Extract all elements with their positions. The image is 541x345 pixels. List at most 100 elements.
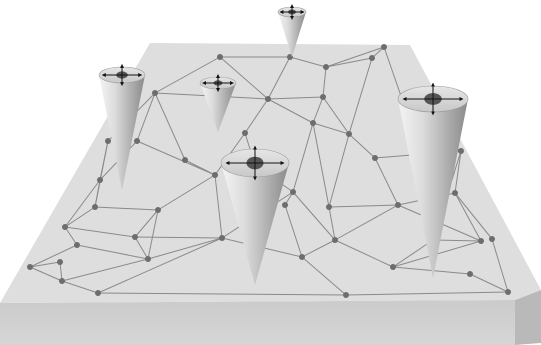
network-node	[217, 54, 223, 60]
network-edge	[392, 239, 434, 268]
network-node	[390, 264, 396, 270]
network-edge	[29, 244, 78, 268]
slab-front	[0, 300, 515, 345]
network-edge	[154, 56, 221, 94]
antenna-cone	[98, 63, 146, 190]
network-node	[74, 242, 80, 248]
network-node	[346, 131, 352, 137]
network-nodes	[27, 44, 511, 298]
network-edge	[97, 292, 347, 296]
network-node	[105, 138, 111, 144]
network-edge	[136, 140, 216, 176]
network-node	[182, 157, 188, 163]
network-edge	[312, 96, 324, 124]
network-edge	[392, 266, 471, 275]
network-node	[332, 237, 338, 243]
four-way-arrow-icon	[225, 145, 285, 181]
network-edge	[491, 238, 509, 293]
network-node	[381, 44, 387, 50]
network-edge	[267, 98, 314, 124]
network-edge	[345, 291, 509, 296]
network-edge	[157, 174, 216, 211]
network-edge	[64, 179, 101, 228]
cone-body	[99, 75, 145, 190]
network-node	[97, 177, 103, 183]
network-node	[95, 290, 101, 296]
antenna-cone	[199, 74, 237, 132]
network-node	[242, 130, 248, 136]
four-way-arrow-icon	[279, 4, 305, 20]
network-node	[343, 292, 349, 298]
network-edge	[328, 133, 350, 208]
slab-side	[515, 290, 541, 345]
network-node	[369, 55, 375, 61]
network-edge	[64, 206, 96, 228]
antenna-cone	[397, 82, 469, 278]
network-edge	[154, 92, 186, 161]
network-edge	[322, 66, 327, 98]
network-edge	[94, 206, 159, 211]
network-node	[57, 259, 63, 265]
network-edge	[334, 239, 394, 268]
network-edge	[469, 273, 509, 293]
network-edge	[29, 266, 63, 282]
network-edge	[454, 150, 462, 194]
network-edge	[334, 204, 399, 241]
network-edge	[454, 192, 493, 240]
network-node	[467, 271, 473, 277]
cone-body	[200, 83, 236, 132]
network-node	[59, 278, 65, 284]
network-node	[320, 94, 326, 100]
antenna-cones	[98, 4, 469, 285]
network-edge	[134, 236, 223, 239]
four-way-arrow-icon	[202, 74, 234, 92]
network-edge	[184, 159, 216, 176]
network-node	[134, 138, 140, 144]
network-node	[372, 155, 378, 161]
network-edge	[312, 122, 350, 135]
cone-body	[278, 12, 306, 57]
network-edge	[348, 133, 376, 159]
network-node	[290, 189, 296, 195]
network-edge	[292, 191, 336, 241]
network-node	[152, 90, 158, 96]
network-edge	[301, 256, 347, 296]
network-node	[145, 256, 151, 262]
network-edge	[322, 96, 350, 135]
network-edge	[328, 204, 399, 208]
network-edge	[29, 261, 61, 268]
network-node	[489, 236, 495, 242]
network-node	[395, 202, 401, 208]
four-way-arrow-icon	[101, 63, 143, 87]
network-edge	[325, 57, 373, 68]
network-edge	[284, 204, 303, 258]
network-edge	[214, 174, 223, 239]
network-edge	[61, 280, 99, 294]
network-node	[265, 96, 271, 102]
network-node	[155, 207, 161, 213]
network-node	[299, 254, 305, 260]
network-node	[282, 202, 288, 208]
cone-body	[221, 163, 289, 285]
network-edge	[292, 122, 314, 193]
network-edge	[134, 236, 149, 260]
network-edge	[348, 57, 373, 135]
network-edge	[325, 46, 385, 68]
network-edge	[94, 140, 109, 208]
antenna-cone	[220, 145, 290, 285]
network-edge	[147, 237, 223, 260]
network-node	[27, 264, 33, 270]
network-node	[287, 54, 293, 60]
network-edge	[289, 56, 327, 68]
network-edge	[136, 92, 156, 142]
network-edge	[374, 157, 399, 206]
network-edge	[267, 56, 291, 100]
four-way-arrow-icon	[402, 82, 464, 116]
network-edge	[312, 122, 330, 208]
network-node	[62, 224, 68, 230]
network-node	[478, 238, 484, 244]
network-node	[458, 148, 464, 154]
network-node	[323, 64, 329, 70]
network-node	[212, 172, 218, 178]
